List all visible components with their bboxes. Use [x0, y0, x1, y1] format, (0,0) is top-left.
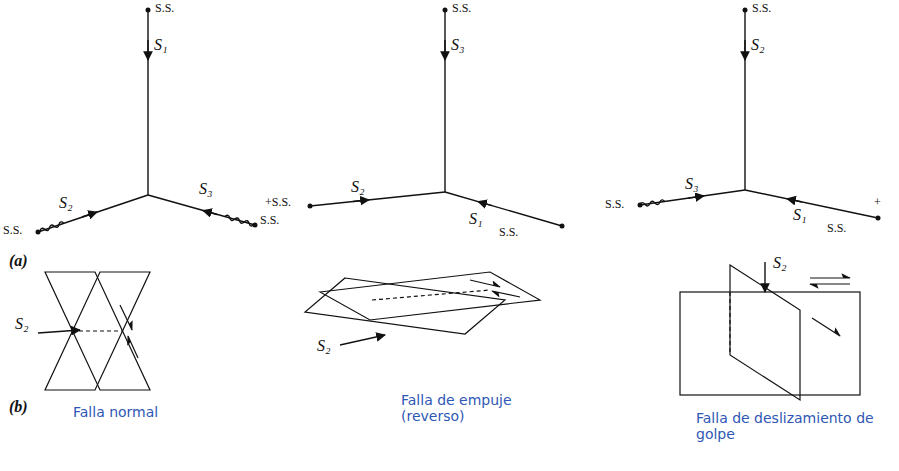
stress-axis-label: S₁: [153, 36, 169, 54]
stress-axes: [445, 192, 562, 226]
fault-planes: [810, 277, 850, 278]
stress-axes: [39, 221, 64, 233]
stress-axes: [744, 40, 745, 60]
stress-axes: [745, 190, 878, 218]
stress-axis-label: S₁: [468, 210, 484, 228]
stress-symbol: S.S.: [498, 226, 519, 240]
fault-planes: [38, 330, 80, 333]
stress-axes: [203, 211, 217, 215]
fault-planes: [120, 305, 132, 330]
fault-planes: [128, 336, 138, 358]
stress-axes: [147, 40, 148, 60]
stress-axis-label: S₂: [772, 254, 788, 272]
fault-planes: [340, 335, 385, 345]
axis-end-dot: [876, 216, 881, 221]
fault-planes: [470, 280, 500, 287]
stress-axes: [444, 40, 445, 60]
panel-label: (b): [8, 398, 29, 416]
stress-symbol: S.S.: [451, 2, 472, 16]
fault-caption: Falla normal: [72, 404, 159, 420]
fault-planes: [812, 318, 840, 336]
stress-axes: [147, 10, 148, 195]
stress-axes: [688, 196, 704, 198]
stress-symbol: S.S.: [259, 214, 280, 228]
fault-planes: [372, 290, 490, 300]
fault-planes: [810, 283, 850, 284]
stress-axis-label: S₂: [316, 337, 332, 355]
axis-end-dot: [36, 8, 881, 235]
axis-end-dot: [36, 230, 41, 235]
panel-label: (a): [8, 252, 29, 270]
axis-end-dot: [308, 204, 313, 209]
stress-axes: [744, 10, 745, 190]
stress-symbol: S.S.: [154, 2, 175, 16]
stress-axes: [310, 192, 445, 206]
stress-symbol: S.S.: [2, 224, 23, 238]
stress-symbol: S.S.: [751, 2, 772, 16]
stress-axis-label: S₃: [450, 36, 466, 54]
fault-planes: [680, 292, 860, 395]
stress-axes: [478, 202, 492, 206]
stress-axes: [38, 10, 878, 233]
stress-symbol: S.S.: [826, 222, 847, 236]
fault-planes: [305, 278, 505, 334]
axis-end-dot: [443, 8, 448, 13]
stress-axis-label: S₁: [792, 206, 808, 224]
stress-symbol: +S.S.: [264, 196, 292, 210]
fault-planes: [492, 291, 520, 297]
fault-planes: [38, 262, 860, 400]
stress-axes: [353, 200, 369, 202]
stress-axis-label: S₂: [350, 178, 366, 196]
stress-axes: [787, 199, 802, 202]
stress-axes: [38, 195, 148, 232]
stress-symbol: S.S.: [604, 198, 625, 212]
axis-end-dot: [743, 8, 748, 13]
stress-axis-label: S₂: [750, 36, 766, 54]
stress-axes: [640, 199, 665, 206]
stress-axis-label: S₂: [14, 315, 30, 333]
stress-symbol: +: [873, 196, 882, 210]
axis-end-dot: [146, 8, 151, 13]
axis-end-dot: [253, 223, 258, 228]
stress-axes: [82, 212, 97, 217]
stress-axis-label: S₂: [58, 194, 74, 212]
axis-end-dot: [638, 203, 643, 208]
stress-axis-label: S₃: [198, 180, 214, 198]
axis-end-dot: [560, 224, 565, 229]
fault-caption: Falla de empuje (reverso): [400, 392, 552, 424]
stress-axes: [444, 10, 445, 192]
stress-axes: [224, 215, 254, 227]
fault-caption: Falla de deslizamiento de golpe: [695, 410, 887, 442]
fault-planes: [764, 262, 765, 292]
stress-axis-label: S₃: [684, 175, 700, 193]
fault-planes: [729, 292, 730, 355]
